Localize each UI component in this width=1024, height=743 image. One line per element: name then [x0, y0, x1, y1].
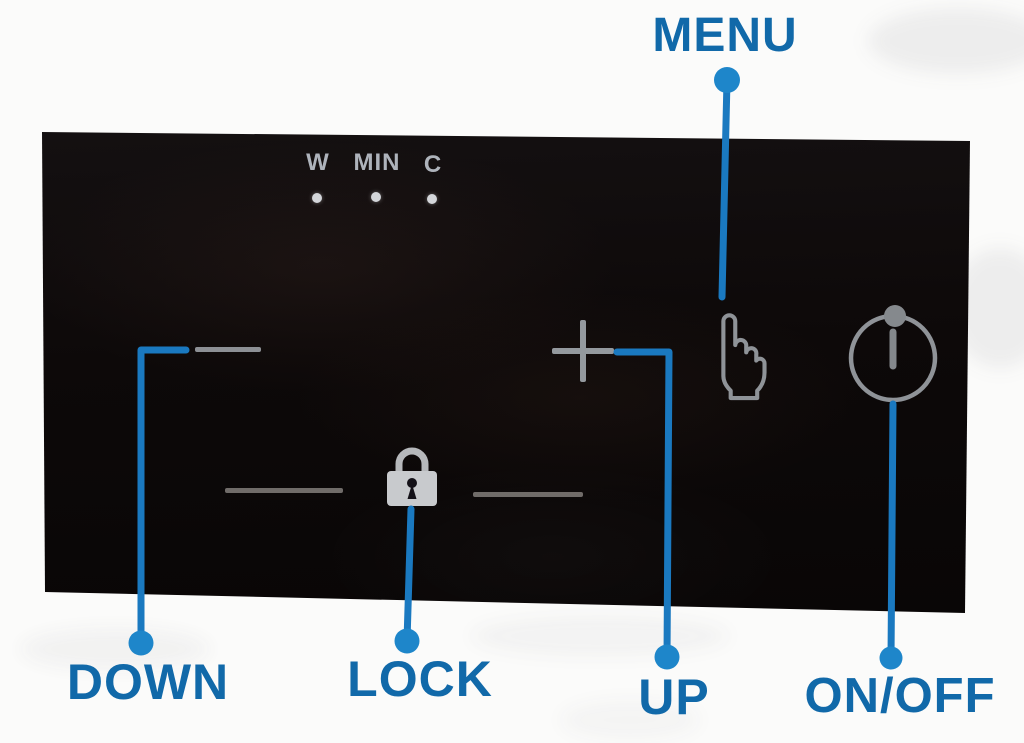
- lock-left-dash: [225, 488, 343, 493]
- lock-right-dash: [473, 492, 583, 497]
- hand-tap-icon[interactable]: [706, 308, 770, 404]
- minus-icon[interactable]: [195, 347, 261, 352]
- watts-indicator-led: [312, 193, 322, 203]
- menu-callout-dot: [714, 67, 740, 93]
- celsius-indicator-led: [427, 194, 437, 204]
- lock-icon[interactable]: [384, 444, 440, 508]
- unit-label-celsius: C: [423, 151, 443, 178]
- unit-label-watts: W: [306, 149, 330, 176]
- lock-label: LOCK: [347, 651, 493, 707]
- power-on-off-icon[interactable]: [846, 302, 940, 406]
- onoff-label: ON/OFF: [804, 669, 996, 723]
- onoff-callout-dot: [879, 646, 903, 670]
- unit-label-minutes: MIN: [353, 149, 401, 176]
- down-label: DOWN: [66, 654, 230, 710]
- photo-smudge: [470, 615, 730, 657]
- minutes-indicator-led: [371, 192, 381, 202]
- photo-smudge: [868, 8, 1024, 74]
- control-panel: W MIN C: [42, 132, 970, 613]
- menu-label: MENU: [652, 9, 798, 62]
- up-label: UP: [638, 669, 710, 725]
